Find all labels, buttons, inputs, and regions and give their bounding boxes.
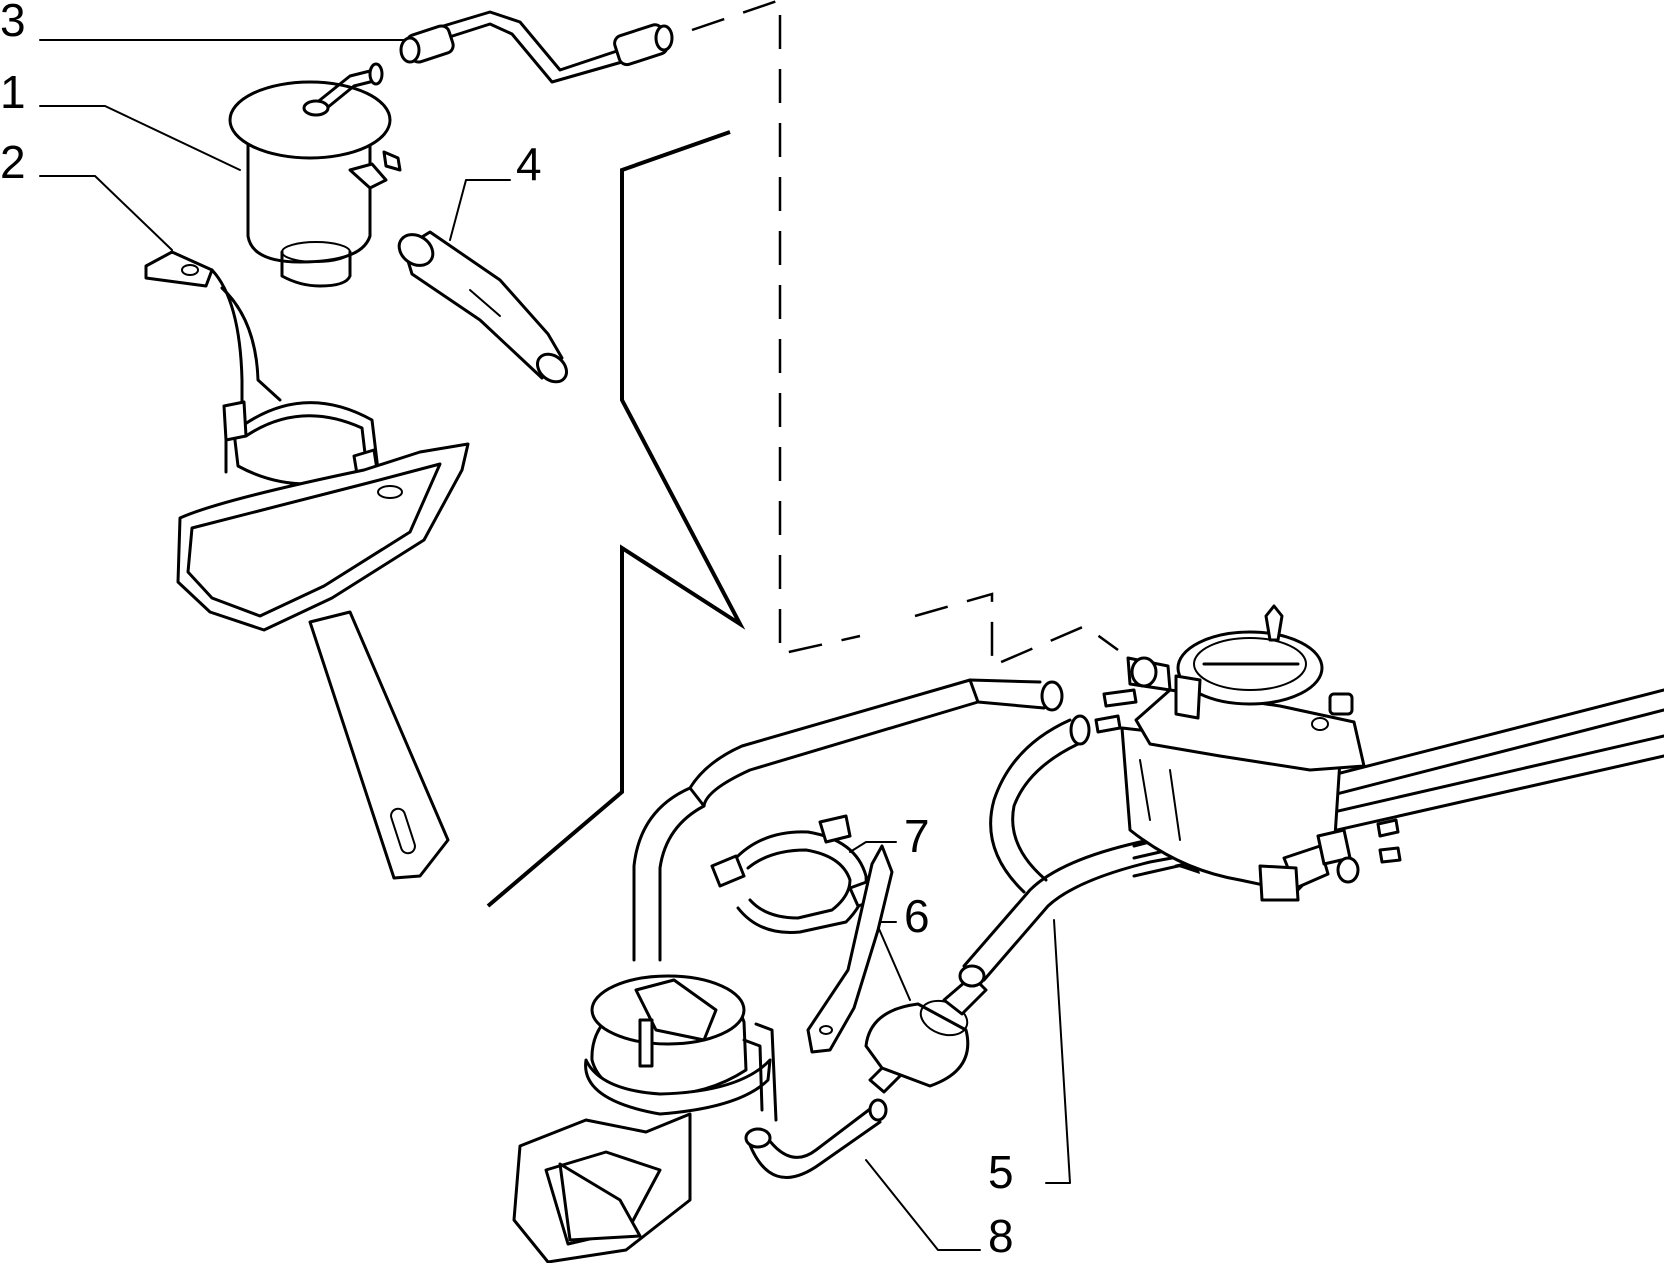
section-boundary	[486, 130, 746, 908]
part-8-short-hose	[744, 1098, 888, 1179]
dashed-guide-lines	[691, 0, 1119, 668]
part-4-hose	[397, 230, 568, 384]
carburetor	[1094, 604, 1402, 902]
callout-6[interactable]: 6	[904, 890, 930, 942]
part-5-long-hose	[958, 714, 1272, 988]
callout-5[interactable]: 5	[988, 1146, 1014, 1198]
callout-7[interactable]: 7	[904, 810, 930, 862]
callout-2[interactable]: 2	[0, 136, 26, 188]
part-6-fuel-filter	[864, 974, 988, 1094]
callout-1[interactable]: 1	[0, 66, 26, 118]
callout-8[interactable]: 8	[988, 1210, 1014, 1262]
part-2-bracket	[144, 250, 470, 880]
part-3-bent-pipe	[399, 10, 674, 84]
part-7-clamp	[710, 814, 894, 1054]
callout-4[interactable]: 4	[516, 138, 542, 190]
fuel-pump	[512, 678, 1064, 1263]
part-1-canister	[228, 62, 402, 288]
callout-3[interactable]: 3	[0, 0, 26, 46]
